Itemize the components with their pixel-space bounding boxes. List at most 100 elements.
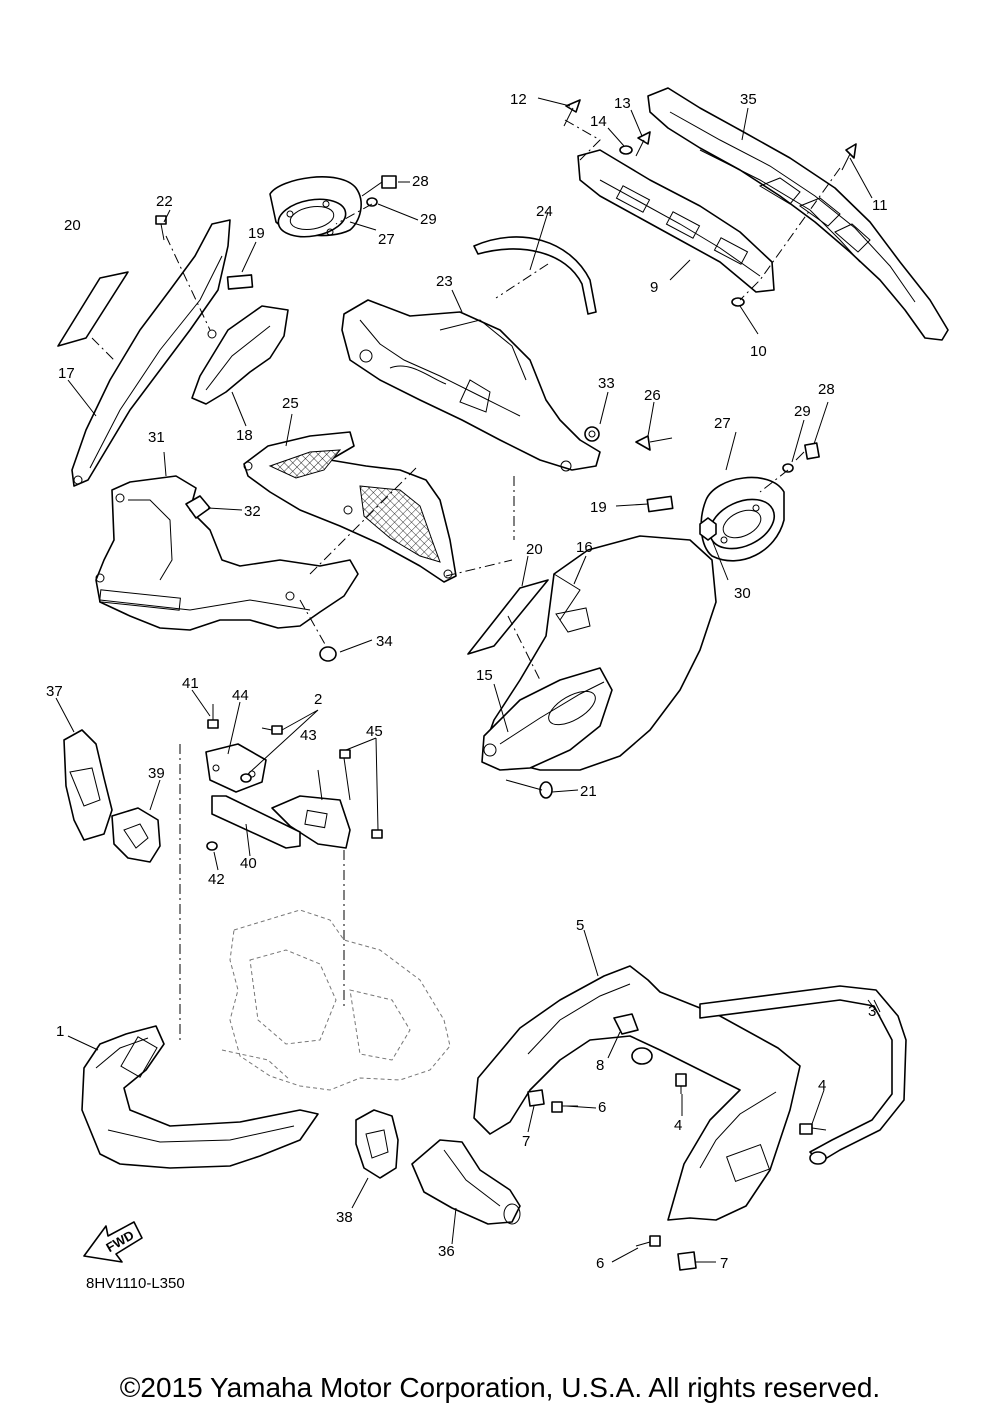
fastener-12 [563, 99, 581, 127]
bolt-28-lower [795, 442, 820, 461]
callout: 27 [378, 231, 395, 248]
part-40-stay [211, 795, 301, 849]
callout: 37 [46, 683, 63, 700]
callout: 33 [598, 375, 615, 392]
callout: 36 [438, 1243, 455, 1260]
bolt-41 [207, 704, 219, 729]
frame-outline [221, 909, 451, 1091]
part-1-lower-cowl [81, 1025, 319, 1169]
callout: 31 [148, 429, 165, 446]
callout: 40 [240, 855, 257, 872]
callout: 7 [522, 1133, 530, 1150]
callout: 5 [576, 917, 584, 934]
bolt-28-upper [361, 175, 397, 197]
callout: 13 [614, 95, 631, 112]
callout: 20 [64, 217, 81, 234]
callout: 14 [590, 113, 607, 130]
callout: 4 [674, 1117, 682, 1134]
fwd-arrow-icon: FWD [83, 1221, 143, 1263]
part-23-inner-panel [341, 299, 601, 472]
callout: 27 [714, 415, 731, 432]
part-27-ring-upper [269, 176, 362, 238]
part-19-pad-right [646, 495, 674, 513]
callout: 22 [156, 193, 173, 210]
part-38-cover [355, 1109, 399, 1179]
callout: 18 [236, 427, 253, 444]
fastener-10 [731, 297, 745, 307]
nut-30 [699, 517, 717, 541]
part-44-bracket [205, 743, 267, 793]
callout: 28 [412, 173, 429, 190]
callout: 8 [596, 1057, 604, 1074]
bolt-6-lower [635, 1235, 661, 1247]
washer-29-upper [366, 197, 378, 207]
callout: 24 [536, 203, 553, 220]
bolt-33 [584, 426, 600, 442]
fastener-11 [841, 143, 857, 171]
diagram-code: 8HV1110-L350 [86, 1275, 185, 1292]
part-17-side-cowl-left [71, 219, 231, 487]
callout: 9 [650, 279, 658, 296]
part-36-boot [411, 1139, 521, 1225]
callout: 11 [872, 197, 888, 214]
callout: 35 [740, 91, 757, 108]
part-39-gasket [111, 807, 161, 863]
collar-8 [631, 1047, 653, 1065]
callout: 28 [818, 381, 835, 398]
callout: 23 [436, 273, 453, 290]
callout: 6 [598, 1099, 606, 1116]
callout: 30 [734, 585, 751, 602]
callout: 3 [868, 1003, 876, 1020]
part-9-panel [577, 149, 775, 293]
rivet-26 [635, 435, 673, 451]
callout: 7 [720, 1255, 728, 1272]
part-8-clip [613, 1013, 639, 1035]
part-35-upper-cowl [647, 87, 949, 341]
part-19-pad-left [226, 274, 254, 290]
copyright-notice: ©2015 Yamaha Motor Corporation, U.S.A. A… [119, 1372, 881, 1403]
callout: 32 [244, 503, 261, 520]
callout: 34 [376, 633, 393, 650]
leader-lines [55, 97, 881, 1263]
bolt-4-right [799, 1123, 827, 1135]
callout: 4 [818, 1077, 826, 1094]
washer-29-lower [782, 463, 794, 473]
part-3-grab-bar [699, 985, 907, 1165]
callout: 12 [510, 91, 527, 108]
callout: 10 [750, 343, 767, 360]
callout: 20 [526, 541, 543, 558]
callout: 29 [794, 403, 811, 420]
part-24-trim [473, 236, 597, 315]
callout: 25 [282, 395, 299, 412]
callout: 1 [56, 1023, 64, 1040]
callout: 29 [420, 211, 437, 228]
callout: 45 [366, 723, 383, 740]
callout: 19 [248, 225, 265, 242]
callout: 21 [580, 783, 597, 800]
callout: 19 [590, 499, 607, 516]
bolt-22 [155, 215, 167, 241]
callout: 44 [232, 687, 249, 704]
bolt-21 [505, 779, 553, 799]
callout: 41 [182, 675, 199, 692]
callout: 6 [596, 1255, 604, 1272]
callout: 43 [300, 727, 317, 744]
fastener-14 [619, 145, 633, 155]
callout: 16 [576, 539, 593, 556]
callout: 26 [644, 387, 661, 404]
part-18-duct [191, 305, 289, 405]
fastener-13 [635, 131, 651, 157]
part-37-mirror-cover [63, 729, 113, 841]
bolt-45 [339, 749, 383, 839]
callout: 17 [58, 365, 75, 382]
part-15-heat-guard [481, 667, 613, 771]
part-20-decal-left [57, 271, 129, 347]
nut-42 [206, 841, 218, 851]
callout: 38 [336, 1209, 353, 1226]
part-5-side-cover [473, 965, 801, 1221]
callout: 15 [476, 667, 493, 684]
part-27-ring-lower [700, 476, 785, 562]
callout: 39 [148, 765, 165, 782]
nut-7-upper [527, 1089, 545, 1107]
nut-7-lower [677, 1251, 697, 1271]
